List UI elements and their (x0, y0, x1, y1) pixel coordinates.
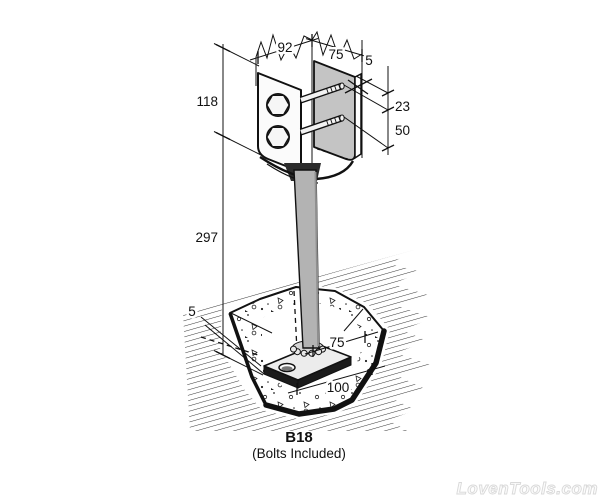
inner-plate (313, 60, 356, 161)
dimension-lines (200, 34, 395, 395)
dim-inner-width: 75 (328, 47, 343, 62)
inner-plate-edge (354, 72, 362, 160)
dim-plate-thickness: 5 (188, 304, 196, 319)
hidden-edges (200, 290, 298, 356)
aggregate-speckles (230, 287, 384, 414)
bolt-shaft-bottom (299, 114, 345, 136)
dim-bracket-height: 118 (196, 94, 218, 109)
dim-side-thickness: 5 (365, 53, 373, 68)
dim-bolt-spacing: 50 (395, 123, 410, 138)
break-line (255, 30, 363, 62)
product-label: B18 (Bolts Included) (252, 429, 346, 461)
side-plate (257, 72, 302, 173)
dim-plate-length: 100 (327, 380, 350, 395)
stem (293, 169, 320, 349)
weld-collar (290, 345, 326, 357)
dim-plate-width: 75 (329, 335, 344, 350)
dim-stem-length: 297 (195, 230, 218, 245)
anchor-hole (278, 362, 296, 373)
hex-bolt-head (265, 125, 291, 150)
dim-post-width: 92 (277, 40, 292, 55)
threads (326, 115, 341, 127)
threads (326, 83, 341, 95)
ground-hatching (183, 250, 433, 431)
product-code: B18 (285, 429, 313, 446)
bolt-shaft-top (299, 82, 345, 104)
bolts (265, 82, 345, 150)
hex-bolt-head (265, 93, 291, 118)
watermark: LovenTools.com (457, 479, 598, 498)
base-plate (263, 343, 352, 389)
dim-top-to-first-bolt: 23 (395, 99, 410, 114)
product-note: (Bolts Included) (252, 446, 346, 461)
dimension-labels: 92 75 5 118 23 50 297 5 75 100 (186, 38, 413, 398)
